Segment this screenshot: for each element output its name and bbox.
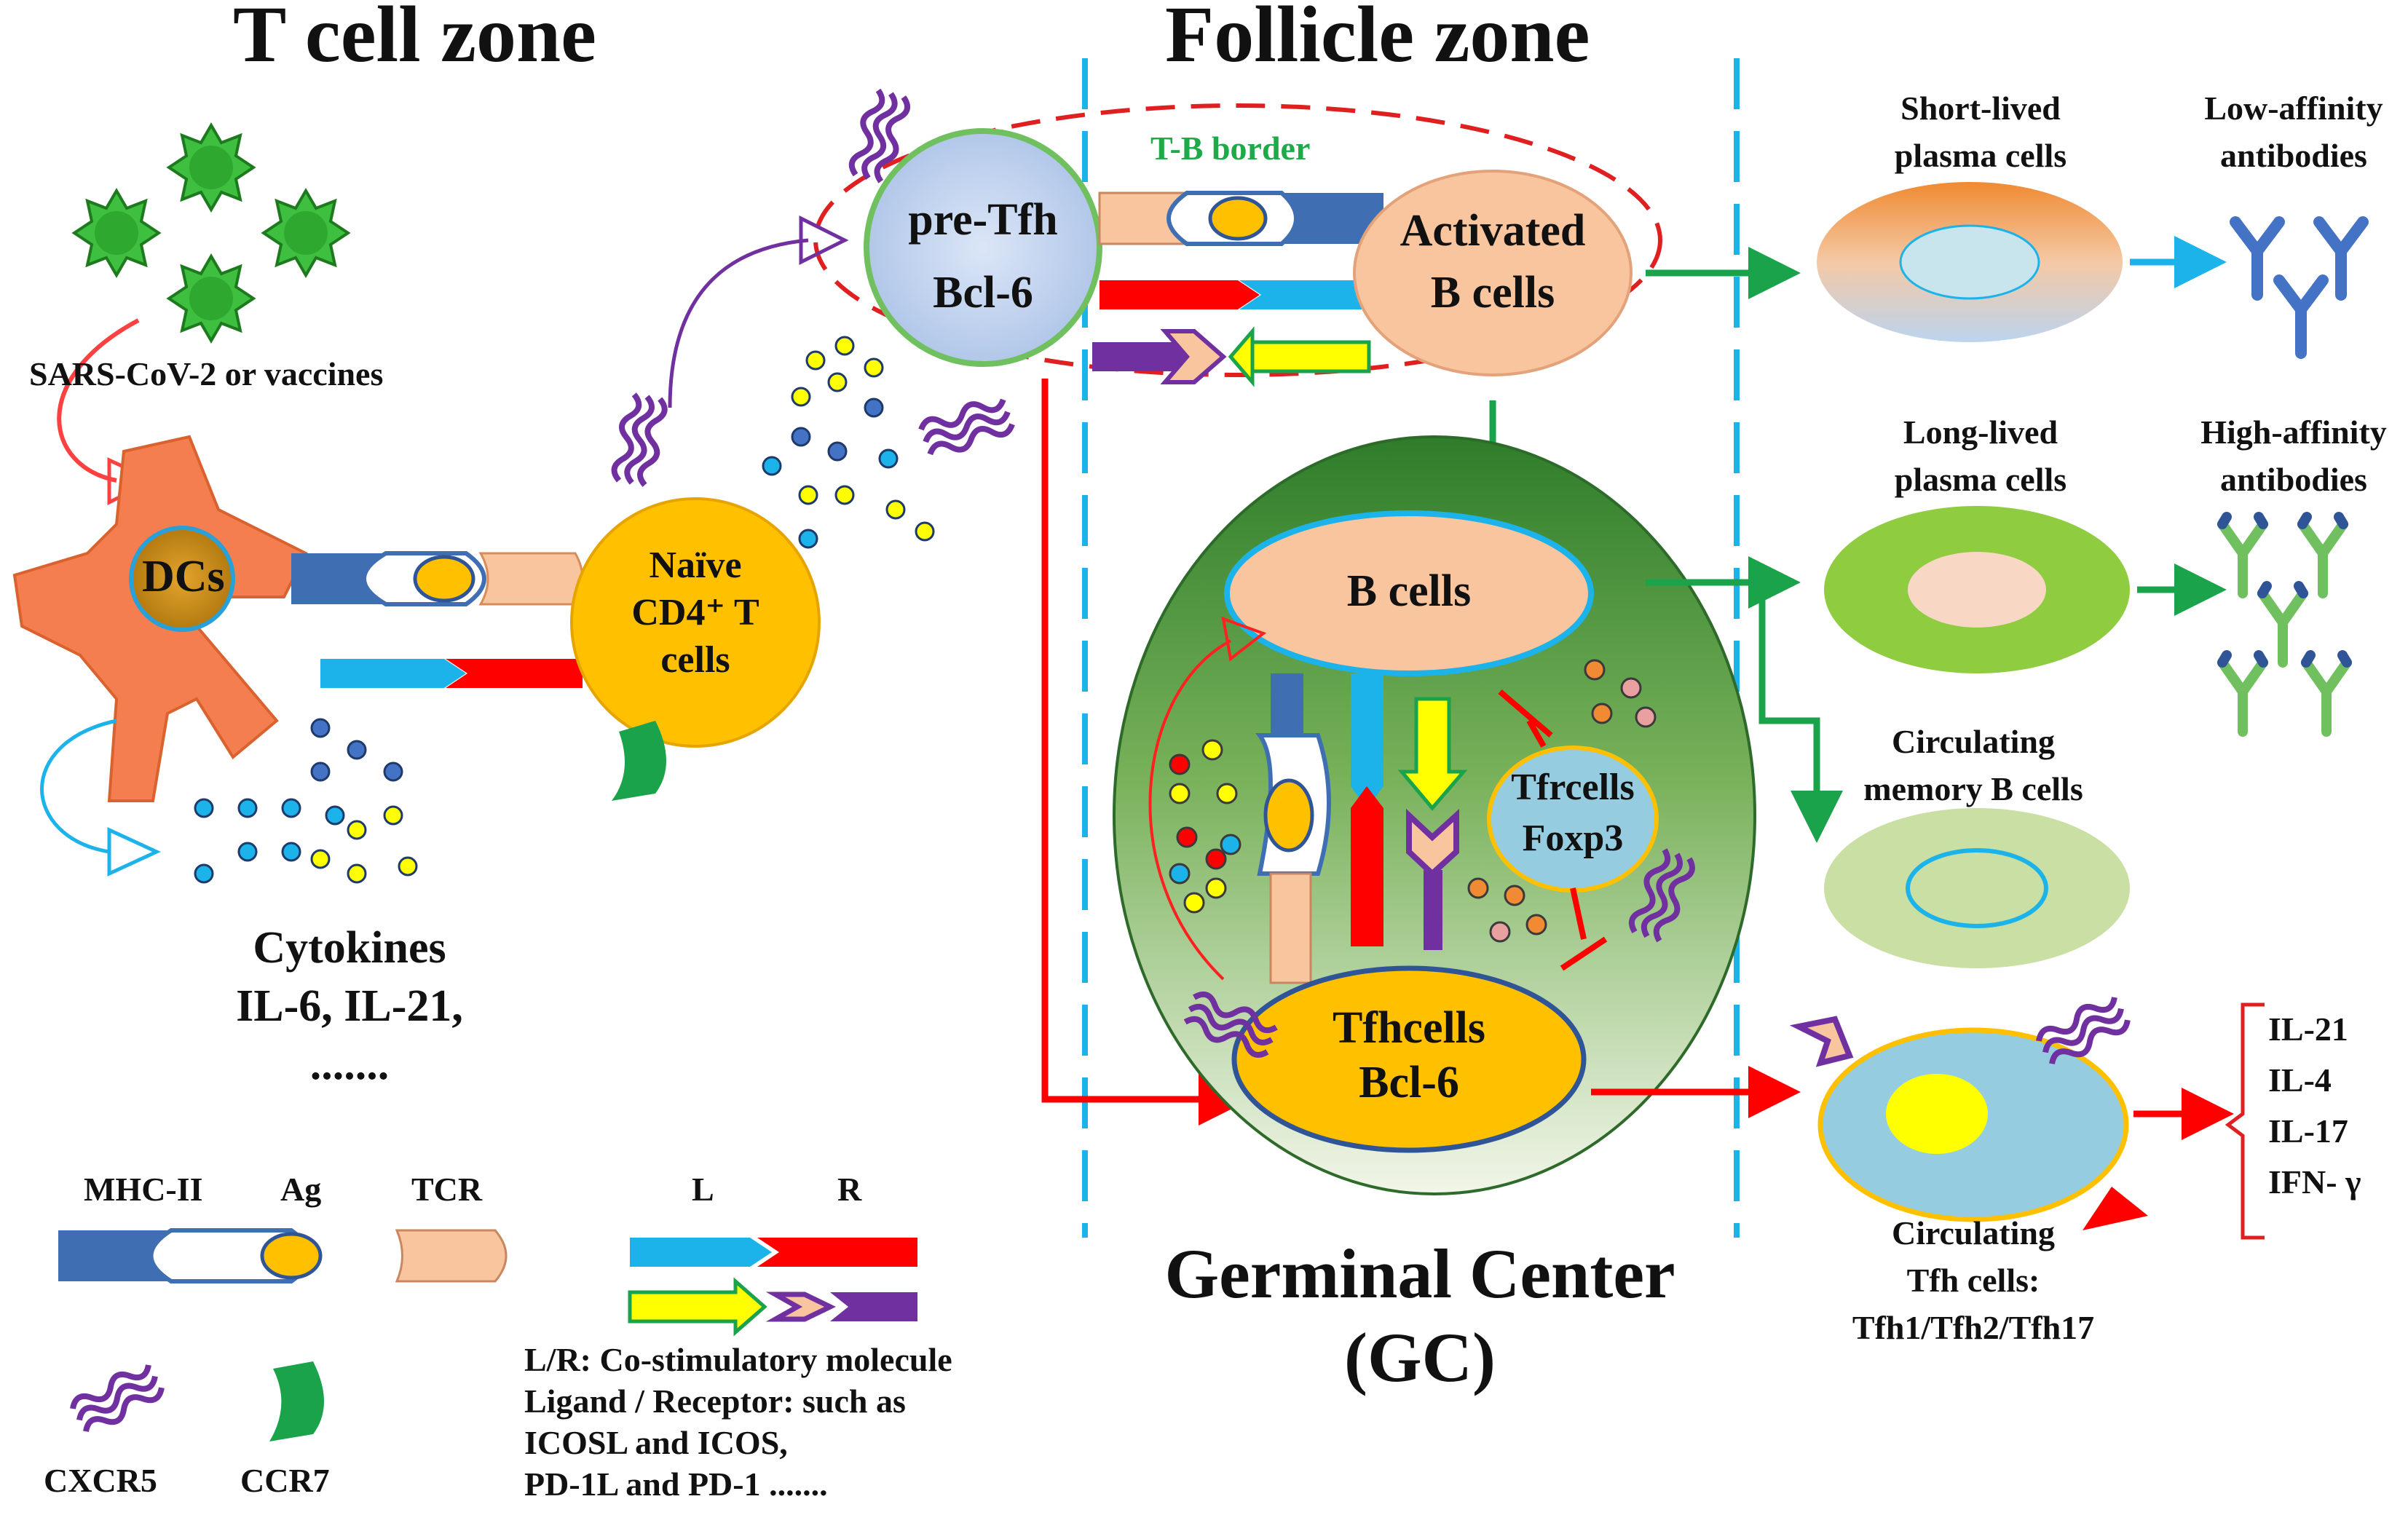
legend-tcr: TCR: [411, 1171, 483, 1208]
naive-label-3: cells: [660, 639, 730, 681]
gc-title-1: Germinal Center: [1164, 1235, 1675, 1313]
t-cell-zone-title: T cell zone: [233, 0, 596, 79]
antibody-icon: [2306, 655, 2347, 732]
legend-ag-icon: [260, 1232, 323, 1280]
circ-tfh-label-3: Tfh1/Tfh2/Tfh17: [1852, 1309, 2095, 1346]
cytokine-bracket: [2225, 1002, 2265, 1240]
high-affinity-label-1: High-affinity: [2200, 414, 2387, 451]
naive-label-2: CD4⁺ T: [631, 592, 759, 633]
long-lived-label-1: Long-lived: [1903, 414, 2058, 451]
circ-tfh-label-1: Circulating: [1891, 1214, 2056, 1251]
dc-nucleus: [129, 526, 235, 632]
tb-border-label: T-B border: [1150, 130, 1311, 167]
cytokine-dots-dc: [194, 718, 418, 884]
legend-r: R: [837, 1171, 862, 1208]
tfr-label-1: Tfrcells: [1511, 767, 1635, 808]
activated-b-label-1: Activated: [1400, 206, 1586, 256]
cytokine-il4: IL-4: [2268, 1061, 2332, 1099]
cytokine-il21: IL-21: [2268, 1010, 2348, 1048]
cytokine-dots-gc: [1169, 659, 1657, 943]
memory-b-label-1: Circulating: [1891, 723, 2056, 760]
receptor-ccr7-icon: [612, 721, 666, 801]
cytokine-il17: IL-17: [2268, 1112, 2348, 1150]
cytokines-label: Cytokines: [253, 923, 446, 973]
activated-b-label-2: B cells: [1430, 268, 1555, 317]
antibody-icon: [2235, 222, 2279, 295]
pre-tfh-label: pre-Tfh: [908, 195, 1058, 245]
tfh-label-2: Bcl-6: [1359, 1058, 1459, 1107]
legend-note-3: ICOSL and ICOS,: [524, 1424, 788, 1461]
long-lived-label-2: plasma cells: [1894, 461, 2067, 498]
gc-title-2: (GC): [1344, 1318, 1496, 1396]
legend-note-4: PD-1L and PD-1 .......: [524, 1465, 828, 1503]
legend-cxcr5-icon: [70, 1359, 165, 1437]
short-lived-label-2: plasma cells: [1894, 137, 2067, 174]
low-affinity-label-1: Low-affinity: [2204, 90, 2383, 127]
gc-b-cell: [1224, 510, 1594, 676]
tfh-cell: [1231, 965, 1587, 1153]
pre-tfh-cell: [864, 128, 1102, 367]
gc-b-label: B cells: [1346, 566, 1472, 616]
antigen-icon: [413, 555, 475, 603]
cytokine-dots-pretfh: [762, 336, 935, 549]
cytokines-ellipsis: .......: [309, 1040, 390, 1089]
cytokines-list: IL-6, IL-21,: [236, 981, 463, 1031]
gc-cycle-arrow: [1148, 639, 1231, 981]
tb-border-ellipse: [813, 103, 1662, 377]
legend-note-2: Ligand / Receptor: such as: [524, 1383, 906, 1420]
memory-b-label-2: memory B cells: [1863, 770, 2083, 807]
virus-icon: [167, 124, 255, 211]
legend-ccr7-icon: [269, 1361, 324, 1441]
legend-l: L: [692, 1171, 714, 1208]
legend-note-1: L/R: Co-stimulatory molecule: [524, 1341, 952, 1378]
antibody-icon: [2279, 280, 2323, 353]
sars-label: SARS-CoV-2 or vaccines: [29, 355, 384, 392]
pretfh-to-tfh-arrow: [1041, 379, 1251, 1126]
antibody-icon: [2222, 655, 2263, 732]
pre-tfh-bcl6: Bcl-6: [933, 268, 1033, 317]
low-affinity-label-2: antibodies: [2220, 137, 2367, 174]
tfr-inhibition: [1498, 689, 1553, 748]
tfh-label-1: Tfhcells: [1332, 1003, 1486, 1053]
naive-label-1: Naïve: [649, 545, 742, 586]
tfr-label-2: Foxp3: [1522, 818, 1624, 859]
legend-ccr7: CCR7: [240, 1462, 330, 1499]
circ-tfh-label-2: Tfh cells:: [1906, 1262, 2040, 1299]
naive-t-cell: [570, 497, 821, 748]
virus-to-dc-arrow: [57, 318, 140, 483]
high-affinity-label-2: antibodies: [2220, 461, 2367, 498]
receptor-cxcr5-icon: [919, 394, 1014, 461]
cytokine-ifng: IFN- γ: [2268, 1163, 2361, 1200]
activated-b-cell: [1353, 170, 1633, 376]
dc-label: DCs: [142, 552, 225, 601]
receptor-cxcr5-icon: [612, 393, 666, 486]
short-lived-label-1: Short-lived: [1900, 90, 2061, 127]
gcb-to-memory-arrow: [1758, 582, 1843, 843]
dc-to-cytokine-arrow: [40, 719, 117, 854]
legend-ag: Ag: [280, 1171, 322, 1208]
antibody-icon: [2302, 517, 2343, 593]
antibody-icon: [2222, 517, 2263, 593]
follicle-zone-title: Follicle zone: [1165, 0, 1590, 79]
ligand-icon: [1789, 1016, 1854, 1067]
virus-icon: [167, 255, 255, 342]
antibody-icon: [2262, 586, 2303, 662]
naive-to-pretfh-arrow: [668, 238, 809, 408]
legend-mhc: MHC-II: [84, 1171, 203, 1208]
virus-icon: [262, 189, 350, 277]
legend-cxcr5: CXCR5: [44, 1462, 157, 1499]
virus-icon: [73, 189, 160, 277]
